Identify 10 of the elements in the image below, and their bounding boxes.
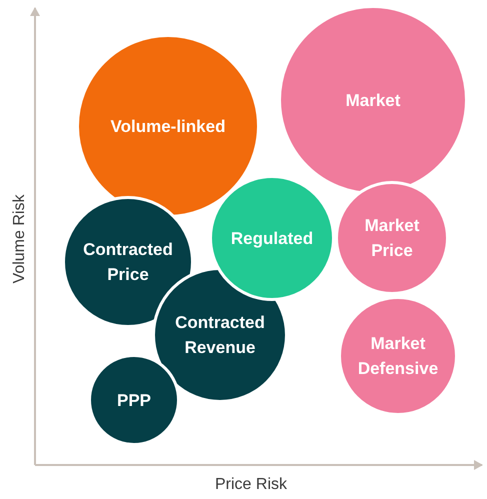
circle-label: Contracted Revenue: [174, 312, 266, 359]
axis-title: Volume Risk: [11, 194, 29, 286]
circle-label: Market Defensive: [356, 333, 440, 380]
circle-label: Volume-linked: [110, 116, 226, 138]
axis-title: Price Risk: [215, 476, 288, 494]
circle-label: Regulated: [230, 228, 314, 250]
circle-label: Market: [346, 90, 400, 112]
circle-label: Contracted Price: [82, 239, 174, 286]
circle-label: Market Price: [364, 215, 420, 262]
circle-label: PPP: [116, 390, 152, 412]
